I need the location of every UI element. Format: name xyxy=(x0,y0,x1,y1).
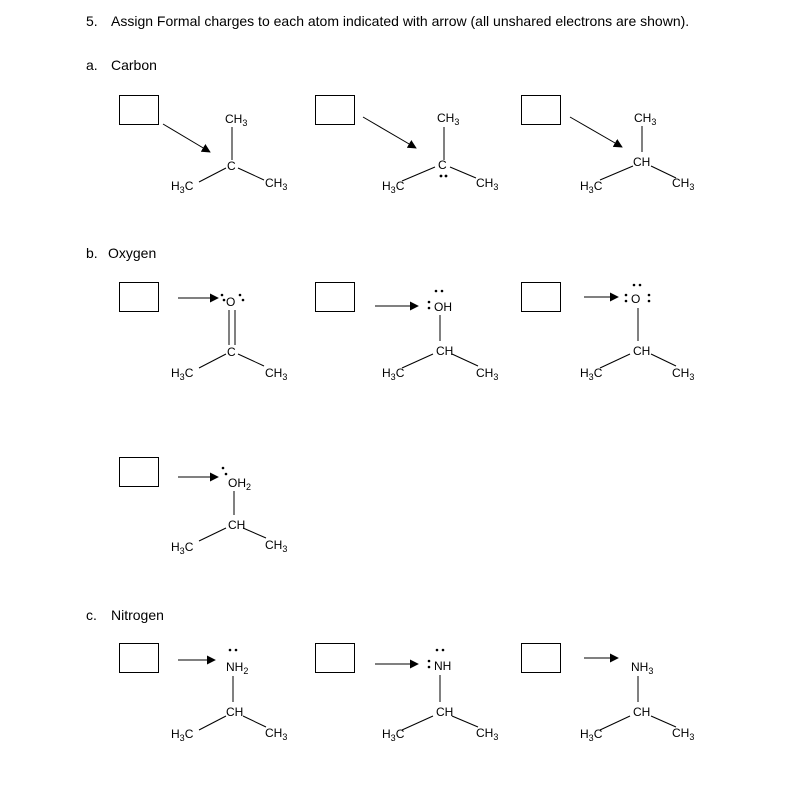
label-ch3: CH3 xyxy=(265,538,287,554)
molecule-carbon-1: CH3 C H3C CH3 xyxy=(162,112,287,195)
label-ch3: CH3 xyxy=(634,111,656,127)
label-ch: CH xyxy=(633,155,650,169)
label-h3c: H3C xyxy=(580,366,603,382)
molecule-nitrogen-1: NH2 CH H3C CH3 xyxy=(171,648,287,743)
label-nh: NH xyxy=(434,659,451,673)
label-h3c: H3C xyxy=(171,727,194,743)
label-nh2: NH2 xyxy=(226,660,248,676)
label-ch3: CH3 xyxy=(265,726,287,742)
label-ch3: CH3 xyxy=(437,111,459,127)
section-b-letter: b. xyxy=(86,245,98,261)
label-nh3: NH3 xyxy=(631,660,653,676)
label-h3c: H3C xyxy=(171,540,194,556)
question-text: Assign Formal charges to each atom indic… xyxy=(111,13,690,29)
label-h3c: H3C xyxy=(382,179,405,195)
label-ch: CH xyxy=(226,705,243,719)
molecule-oxygen-4: OH2 CH H3C CH3 xyxy=(171,466,287,556)
label-o: O xyxy=(226,295,235,309)
answer-box-oxygen-2[interactable] xyxy=(315,282,355,312)
section-b-title: Oxygen xyxy=(108,245,157,261)
label-h3c: H3C xyxy=(580,727,603,743)
section-c-title: Nitrogen xyxy=(111,607,164,623)
label-ch3: CH3 xyxy=(476,176,498,192)
label-h3c: H3C xyxy=(382,366,405,382)
label-h3c: H3C xyxy=(171,179,194,195)
label-oh2: OH2 xyxy=(228,476,251,492)
molecule-oxygen-1: O C H3C CH3 xyxy=(171,293,287,382)
lone-pair-dot xyxy=(444,174,448,178)
answer-box-carbon-3[interactable] xyxy=(521,95,561,125)
answer-box-carbon-1[interactable] xyxy=(119,95,159,125)
section-c-letter: c. xyxy=(86,607,97,623)
label-c: C xyxy=(227,345,236,359)
molecule-oxygen-3: O CH H3C CH3 xyxy=(580,283,694,382)
label-c: C xyxy=(438,158,447,172)
label-h3c: H3C xyxy=(580,179,603,195)
molecule-oxygen-2: OH CH H3C CH3 xyxy=(375,289,498,382)
pointer-arrow xyxy=(162,123,211,153)
molecule-nitrogen-3: NH3 CH H3C CH3 xyxy=(580,653,694,743)
label-ch3: CH3 xyxy=(476,366,498,382)
answer-box-nitrogen-3[interactable] xyxy=(521,643,561,673)
molecule-carbon-2: CH3 C H3C CH3 xyxy=(362,111,498,195)
answer-box-oxygen-1[interactable] xyxy=(119,282,159,312)
answer-box-oxygen-3[interactable] xyxy=(521,282,561,312)
question-number: 5. xyxy=(86,13,98,29)
molecule-carbon-3: CH3 CH H3C CH3 xyxy=(569,111,694,195)
section-a-title: Carbon xyxy=(111,57,157,73)
label-ch: CH xyxy=(436,344,453,358)
molecule-nitrogen-2: NH CH H3C CH3 xyxy=(375,648,498,743)
answer-box-carbon-2[interactable] xyxy=(315,95,355,125)
label-ch: CH xyxy=(228,518,245,532)
label-oh: OH xyxy=(434,300,452,314)
label-ch: CH xyxy=(633,705,650,719)
answer-box-nitrogen-2[interactable] xyxy=(315,643,355,673)
label-ch: CH xyxy=(633,344,650,358)
label-o: O xyxy=(631,292,640,306)
answer-box-oxygen-4[interactable] xyxy=(119,457,159,487)
label-ch3: CH3 xyxy=(672,726,694,742)
label-ch3: CH3 xyxy=(265,366,287,382)
section-a-letter: a. xyxy=(86,57,98,73)
answer-box-nitrogen-1[interactable] xyxy=(119,643,159,673)
label-ch3: CH3 xyxy=(265,176,287,192)
lone-pair-dot xyxy=(439,174,443,178)
label-h3c: H3C xyxy=(382,727,405,743)
label-ch3: CH3 xyxy=(672,366,694,382)
label-ch3: CH3 xyxy=(225,112,247,128)
label-c: C xyxy=(227,159,236,173)
label-h3c: H3C xyxy=(171,366,194,382)
label-ch3: CH3 xyxy=(672,176,694,192)
label-ch: CH xyxy=(436,705,453,719)
label-ch3: CH3 xyxy=(476,726,498,742)
